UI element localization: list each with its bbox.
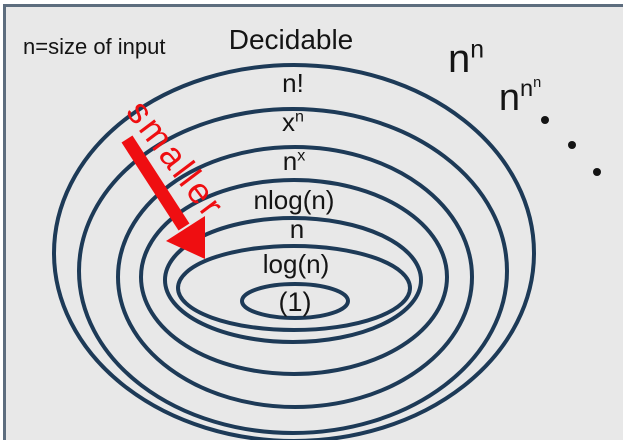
ellipse-ring-1-decidable (52, 63, 536, 440)
ellipse-ring-2-n-factorial (77, 107, 509, 435)
ellipse-ring-6-logn (176, 244, 412, 332)
ellipsis-dot-3 (593, 168, 601, 176)
label-log-n: log(n) (262, 249, 330, 279)
ellipsis-dot-2 (568, 141, 576, 149)
ellipse-ring-5-nlogn (163, 216, 423, 344)
smaller-arrow-head (166, 216, 205, 259)
decidable-label: Decidable (228, 24, 354, 55)
label-n-pow-x: nx (282, 146, 306, 176)
ellipse-ring-4-n-pow-x (139, 178, 449, 376)
ellipsis-dot-1 (541, 116, 549, 124)
label-x-pow-n: xn (282, 107, 304, 137)
ellipse-ring-7-constant (240, 282, 350, 320)
note-label: n=size of input (23, 34, 166, 59)
smaller-arrow-shaft (121, 135, 190, 231)
label-n-pow-n: nn (447, 36, 485, 81)
ellipse-ring-3-x-pow-n (116, 145, 474, 409)
slide-frame (3, 4, 623, 440)
label-n-linear: n (289, 214, 305, 244)
label-n-pow-n-pow-n: nnn (498, 75, 542, 119)
label-n-factorial: n! (282, 68, 304, 98)
label-constant: (1) (278, 287, 312, 317)
label-n-log-n: nlog(n) (253, 185, 335, 215)
